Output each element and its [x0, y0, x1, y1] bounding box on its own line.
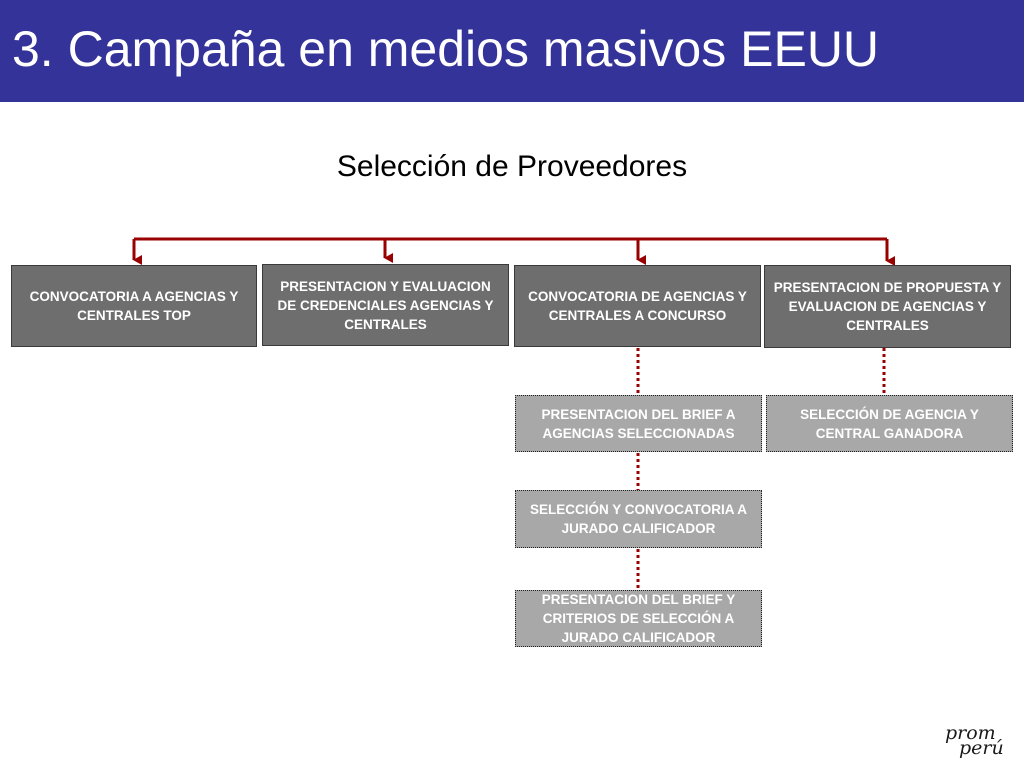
step-box-presentacion-credenciales: PRESENTACION Y EVALUACION DE CREDENCIALE…: [262, 264, 509, 346]
slide-title: 3. Campaña en medios masivos EEUU: [12, 21, 880, 77]
step-box-brief-agencias: PRESENTACION DEL BRIEF A AGENCIAS SELECC…: [515, 395, 762, 452]
logo-text-peru: perú: [959, 737, 1004, 759]
step-box-convocatoria-top: CONVOCATORIA A AGENCIAS Y CENTRALES TOP: [11, 265, 257, 347]
step-box-convocatoria-concurso: CONVOCATORIA DE AGENCIAS Y CENTRALES A C…: [514, 265, 761, 347]
diagram-subtitle: Selección de Proveedores: [336, 150, 688, 183]
step-box-jurado-calificador: SELECCIÓN Y CONVOCATORIA A JURADO CALIFI…: [515, 490, 762, 548]
step-box-brief-criterios: PRESENTACION DEL BRIEF Y CRITERIOS DE SE…: [515, 590, 762, 647]
step-box-agencia-ganadora: SELECCIÓN DE AGENCIA Y CENTRAL GANADORA: [766, 395, 1013, 452]
step-box-presentacion-propuesta: PRESENTACION DE PROPUESTA Y EVALUACION D…: [764, 265, 1011, 348]
title-bar: 3. Campaña en medios masivos EEUU: [0, 0, 1024, 102]
logo-text-prom: prom: [945, 722, 996, 744]
promperu-logo: prom perú: [942, 722, 1014, 759]
